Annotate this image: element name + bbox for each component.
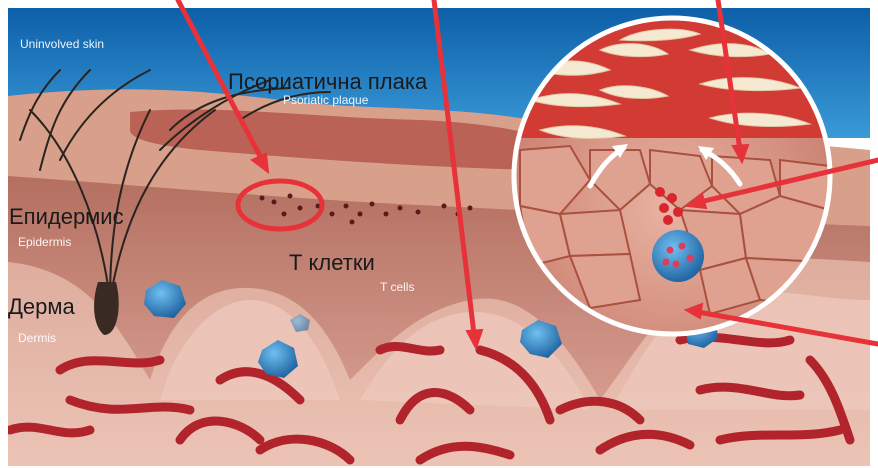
epidermis-label-en: Epidermis [18,236,71,248]
psoriatic-plaque-label-en: Psoriatic plaque [283,94,368,106]
psoriatic-plaque-label-bg: Псориатична плака [228,71,427,93]
dermis-label-bg: Дерма [8,296,75,318]
t-cells-label-en: T cells [380,281,414,293]
uninvolved-skin-label: Uninvolved skin [20,38,104,50]
dermis-label-en: Dermis [18,332,56,344]
t-cells-label-bg: Т клетки [289,252,375,274]
epidermis-label-bg: Епидермис [9,206,124,228]
